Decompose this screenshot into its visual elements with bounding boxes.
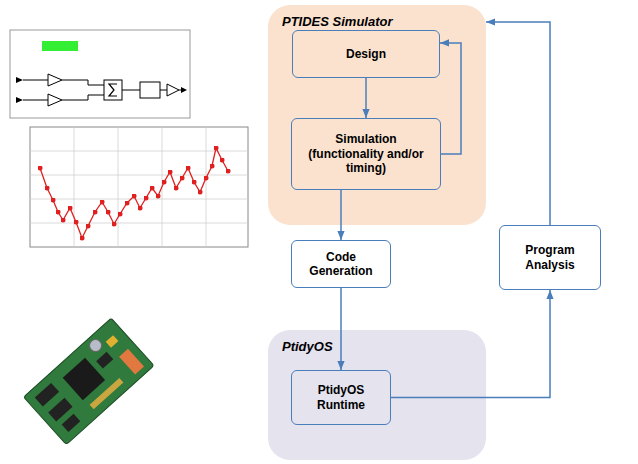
process-box: Code Generation xyxy=(291,240,391,288)
block-diagram-illustration xyxy=(10,30,190,118)
gain-symbol xyxy=(48,74,62,86)
region-panel: PTIDES SimulatorDesignSimulation (functi… xyxy=(268,5,486,225)
green-indicator xyxy=(42,41,78,51)
flow-arrow xyxy=(391,290,550,398)
region-panel: PtidyOS PtidyOS Runtime xyxy=(268,330,486,460)
region-fill xyxy=(268,330,486,460)
box-label: Program Analysis xyxy=(508,243,592,272)
plot-frame xyxy=(30,127,248,247)
chip xyxy=(35,383,59,407)
region-fill xyxy=(268,5,486,225)
region-title: PTIDES Simulator xyxy=(282,14,472,29)
pcb xyxy=(23,318,154,445)
flow-arrow xyxy=(486,22,550,225)
box-label: Code Generation xyxy=(300,250,382,279)
plot-grid xyxy=(30,127,248,247)
plot-line xyxy=(40,148,228,238)
box-label: PtidyOS Runtime xyxy=(300,383,382,412)
signal-wire xyxy=(23,80,48,100)
signal-wire xyxy=(160,90,167,91)
process-box: Simulation (functionality and/or timing) xyxy=(291,118,441,190)
flow-arrow xyxy=(440,43,461,154)
box-label: Design xyxy=(346,47,386,61)
connector-pins xyxy=(90,378,124,409)
function-block xyxy=(140,82,160,98)
chip xyxy=(62,414,81,432)
gain-symbol xyxy=(167,84,179,96)
sigma-symbol xyxy=(109,84,117,96)
box-label: Simulation (functionality and/or timing) xyxy=(300,132,432,175)
flow-arrow xyxy=(365,78,367,118)
input-port xyxy=(16,97,23,103)
region-title: PtidyOS xyxy=(282,339,472,354)
process-box: Design xyxy=(292,30,440,78)
signal-wire xyxy=(122,90,140,91)
timing-plot-illustration xyxy=(30,127,248,247)
input-port xyxy=(16,77,23,83)
flow-arrow xyxy=(340,190,342,240)
gain-symbol xyxy=(48,94,62,106)
diagram-panel xyxy=(10,30,190,118)
sum-block xyxy=(104,80,122,100)
chip xyxy=(96,352,113,369)
output-port xyxy=(181,87,187,93)
pin-header xyxy=(119,349,144,375)
circuit-board-illustration xyxy=(23,318,154,445)
chip xyxy=(48,398,72,422)
capacitor xyxy=(87,337,104,354)
process-box: PtidyOS Runtime xyxy=(291,370,391,425)
processor-chip xyxy=(63,358,105,400)
process-box: Program Analysis xyxy=(499,225,601,290)
flow-arrow xyxy=(340,288,342,370)
component xyxy=(106,335,119,348)
signal-wire xyxy=(62,80,104,100)
